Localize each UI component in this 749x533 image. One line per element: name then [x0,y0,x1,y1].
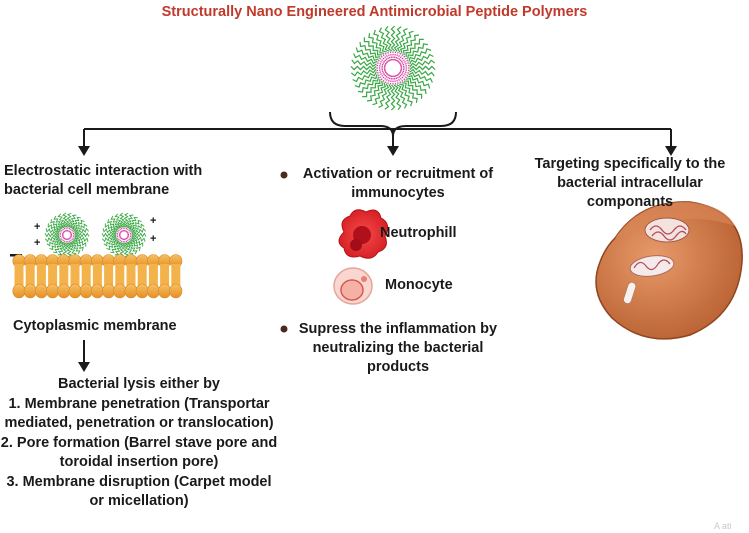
svg-text:+: + [150,233,156,245]
peptide-small-star-icon [44,212,90,258]
bullet1-line2: immunocytes [351,185,445,201]
charge-signs: + + + + [34,215,156,249]
neutrophil-label: Neutrophill [380,225,457,241]
bacterial-cell-icon [595,201,743,340]
right-heading: Targeting specifically to the bacterial … [512,155,748,212]
membrane-label: Cytoplasmic membrane [13,318,177,334]
mitochondrion-cristae [649,225,687,241]
neutrophil-icon [338,209,389,259]
lysis-line: Bacterial lysis either by [58,376,220,392]
arrow-heads [78,146,677,372]
svg-text:+: + [34,221,40,233]
left-heading-line1: Electrostatic interaction with [4,163,203,179]
peptide-small-star-icon [101,212,147,258]
monocyte-icon [333,267,373,305]
diagram-title: Structurally Nano Engineered Antimicrobi… [161,4,588,20]
bullet-dot [280,325,288,333]
cytoplasmic-membrane-icon [12,254,183,299]
svg-text:+: + [34,237,40,249]
right-heading-line1: Targeting specifically to the [534,156,726,172]
branch-arrows [83,128,672,365]
lysis-line: 2. Pore formation (Barrel stave pore and [0,434,278,451]
bullet2-line1: Supress the inflammation by [298,321,498,337]
lysis-list: Bacterial lysis either by 1. Membrane pe… [0,375,278,512]
left-heading-line2: bacterial cell membrane [4,182,170,198]
svg-text:+: + [150,215,156,227]
lysis-line: 1. Membrane penetration (Transportar [8,395,270,412]
bullet-dot [280,171,288,179]
bullet1-line1: Activation or recruitment of [302,166,494,182]
lysis-line: or micellation) [89,493,189,509]
bullet2-line2: neutralizing the bacterial products [312,340,484,375]
middle-bullet-1: Activation or recruitment of immunocytes [290,165,506,203]
corner-watermark: A ati [714,521,732,531]
right-heading-line2: bacterial intracellular componants [557,175,703,210]
left-heading: Electrostatic interaction with bacterial… [4,162,224,200]
middle-bullet-2: Supress the inflammation by neutralizing… [282,320,514,377]
lysis-line: toroidal insertion pore) [59,454,219,470]
lysis-line: mediated, penetration or translocation) [4,415,274,431]
peptide-polymer-star-icon [350,25,436,111]
monocyte-label: Monocyte [385,277,453,293]
lysis-line: 3. Membrane disruption (Carpet model [6,473,272,490]
